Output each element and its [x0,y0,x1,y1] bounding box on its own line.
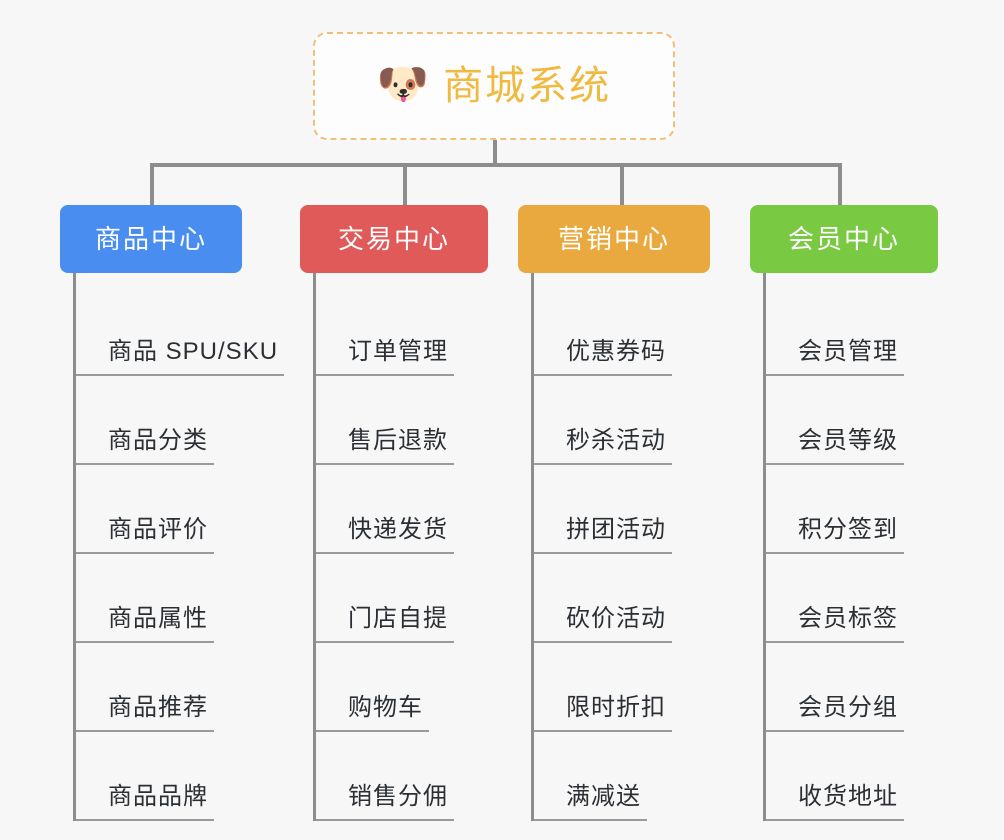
leaf-node-label: 商品 SPU/SKU [76,340,285,376]
shiba-dog-face-icon: 🐶 [376,60,430,107]
leaf-node[interactable]: 满减送 [534,732,710,821]
leaf-node[interactable]: 销售分佣 [316,732,488,821]
leaf-node-label: 售后退款 [316,429,454,465]
leaf-node-label: 订单管理 [316,340,454,376]
branch-items-product-center: 商品 SPU/SKU 商品分类商品评价商品属性商品推荐商品品牌 [73,273,285,821]
branch-head-product-center[interactable]: 商品中心 [60,205,242,273]
leaf-node[interactable]: 商品推荐 [76,643,284,732]
branch-product-center: 商品中心商品 SPU/SKU 商品分类商品评价商品属性商品推荐商品品牌 [60,205,285,821]
leaf-node[interactable]: 商品 SPU/SKU [76,287,285,376]
leaf-node-label: 会员标签 [766,607,904,643]
leaf-node[interactable]: 积分签到 [766,465,938,554]
leaf-node[interactable]: 会员管理 [766,287,938,376]
leaf-node[interactable]: 商品分类 [76,376,284,465]
leaf-node[interactable]: 商品品牌 [76,732,284,821]
leaf-node-label: 商品品牌 [76,785,214,821]
branch-marketing-center: 营销中心优惠券码秒杀活动拼团活动砍价活动限时折扣满减送 [518,205,710,821]
branch-items-trade-center: 订单管理售后退款快递发货门店自提购物车销售分佣 [313,273,488,821]
connector-bus [150,163,840,167]
leaf-node[interactable]: 拼团活动 [534,465,710,554]
leaf-node-label: 积分签到 [766,518,904,554]
leaf-node-label: 会员等级 [766,429,904,465]
connector-drop-trade-center [403,163,407,205]
leaf-node[interactable]: 优惠券码 [534,287,710,376]
leaf-node[interactable]: 会员分组 [766,643,938,732]
leaf-node[interactable]: 商品属性 [76,554,284,643]
leaf-node-label: 商品分类 [76,429,214,465]
leaf-node[interactable]: 售后退款 [316,376,488,465]
branch-items-marketing-center: 优惠券码秒杀活动拼团活动砍价活动限时折扣满减送 [531,273,710,821]
leaf-node-label: 拼团活动 [534,518,672,554]
leaf-node[interactable]: 订单管理 [316,287,488,376]
leaf-node[interactable]: 砍价活动 [534,554,710,643]
leaf-node[interactable]: 购物车 [316,643,488,732]
branch-trade-center: 交易中心订单管理售后退款快递发货门店自提购物车销售分佣 [300,205,488,821]
branch-head-member-center[interactable]: 会员中心 [750,205,938,273]
leaf-node[interactable]: 限时折扣 [534,643,710,732]
connector-drop-product-center [150,163,154,205]
leaf-node-label: 砍价活动 [534,607,672,643]
branch-head-trade-center[interactable]: 交易中心 [300,205,488,273]
leaf-node-label: 商品推荐 [76,696,214,732]
leaf-node[interactable]: 收货地址 [766,732,938,821]
leaf-node-label: 门店自提 [316,607,454,643]
branch-items-member-center: 会员管理会员等级积分签到会员标签会员分组收货地址 [763,273,938,821]
leaf-node[interactable]: 快递发货 [316,465,488,554]
leaf-node-label: 商品属性 [76,607,214,643]
leaf-node-label: 会员管理 [766,340,904,376]
leaf-node[interactable]: 门店自提 [316,554,488,643]
root-node-title: 商城系统 [443,64,612,108]
leaf-node-label: 购物车 [316,696,429,732]
connector-drop-member-center [838,163,842,205]
leaf-node[interactable]: 会员等级 [766,376,938,465]
connector-root-stem [493,140,497,164]
leaf-node-label: 收货地址 [766,785,904,821]
leaf-node[interactable]: 秒杀活动 [534,376,710,465]
branch-head-marketing-center[interactable]: 营销中心 [518,205,710,273]
root-node[interactable]: 🐶 商城系统 [313,32,675,140]
leaf-node-label: 销售分佣 [316,785,454,821]
connector-drop-marketing-center [620,163,624,205]
leaf-node-label: 商品评价 [76,518,214,554]
leaf-node[interactable]: 会员标签 [766,554,938,643]
leaf-node-label: 限时折扣 [534,696,672,732]
branch-member-center: 会员中心会员管理会员等级积分签到会员标签会员分组收货地址 [750,205,938,821]
leaf-node[interactable]: 商品评价 [76,465,284,554]
leaf-node-label: 秒杀活动 [534,429,672,465]
leaf-node-label: 优惠券码 [534,340,672,376]
leaf-node-label: 会员分组 [766,696,904,732]
leaf-node-label: 快递发货 [316,518,454,554]
leaf-node-label: 满减送 [534,785,647,821]
